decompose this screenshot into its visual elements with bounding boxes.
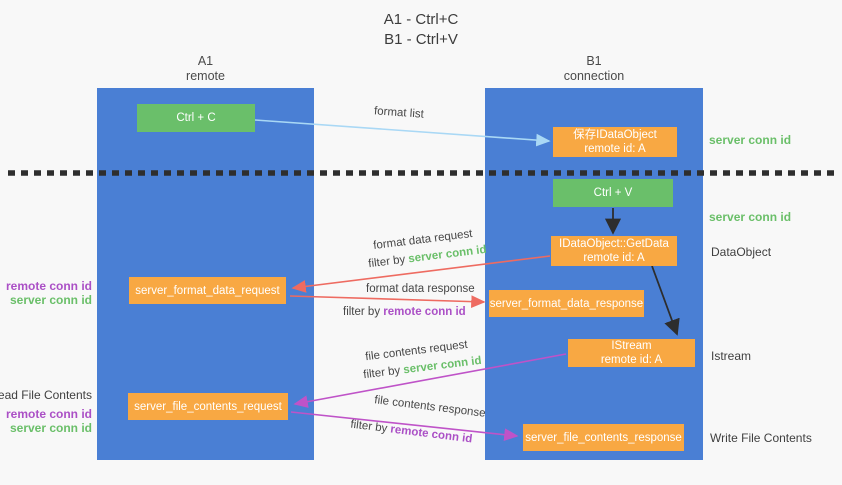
getdata-line2: remote id: A (583, 252, 645, 264)
save-dataobject-line2: remote id: A (584, 143, 646, 155)
read-file-contents-annotation: Read File Contents (0, 388, 92, 402)
file-contents-response-label: file contents response (373, 394, 487, 420)
dataobject-annotation: DataObject (711, 245, 772, 259)
format-list-label: format list (373, 105, 425, 121)
format-data-response-arrow (289, 295, 486, 309)
filter-by-prefix: filter by (362, 364, 405, 382)
ctrl-c-node: Ctrl + C (137, 104, 255, 132)
ctrl-v-node: Ctrl + V (553, 179, 673, 207)
lifeline-b1-role: connection (563, 69, 625, 83)
diagram-title: A1 - Ctrl+C B1 - Ctrl+V (0, 10, 842, 50)
server-conn-id-annotation-mid: server conn id (709, 210, 792, 224)
lifeline-header-b1: B1 connection (485, 54, 703, 84)
filter-by-prefix: filter by (367, 253, 410, 271)
remote-conn-id-key: remote conn id (383, 306, 466, 318)
remote-conn-id-key: remote conn id (389, 423, 473, 446)
write-file-contents-annotation: Write File Contents (710, 431, 812, 445)
save-dataobject-line1: 保存IDataObject (573, 129, 657, 141)
server-format-data-response-label: server_format_data_response (489, 297, 644, 310)
file-contents-response-filter-label: filter by remote conn id (350, 419, 473, 446)
istream-node: IStream remote id: A (568, 339, 695, 367)
server-conn-id-annotation-top: server conn id (709, 133, 792, 147)
lifeline-a1-role: remote (186, 69, 225, 83)
filter-by-prefix: filter by (349, 418, 392, 436)
istream-line1: IStream (611, 340, 652, 352)
getdata-line1: IDataObject::GetData (559, 238, 669, 250)
server-format-data-response-node: server_format_data_response (489, 290, 644, 317)
server-file-contents-request-node: server_file_contents_request (128, 393, 288, 420)
server-conn-id-key: server conn id (402, 354, 483, 377)
filter-by-prefix: filter by (343, 306, 384, 318)
server-format-data-request-label: server_format_data_request (135, 284, 280, 297)
server-file-contents-response-label: server_file_contents_response (525, 431, 682, 444)
remote-conn-id-annotation-left-top: remote conn id (5, 279, 92, 293)
save-dataobject-node: 保存IDataObject remote id: A (553, 127, 677, 157)
title-line-b1: B1 - Ctrl+V (384, 31, 458, 48)
title-line-a1: A1 - Ctrl+C (383, 11, 459, 28)
lifeline-a1-name: A1 (197, 54, 214, 68)
server-file-contents-response-node: server_file_contents_response (523, 424, 684, 451)
server-conn-id-annotation-left-top: server conn id (9, 293, 92, 307)
istream-line2: remote id: A (600, 354, 663, 366)
ctrl-c-label: Ctrl + C (176, 112, 216, 124)
server-format-data-request-node: server_format_data_request (129, 277, 286, 304)
getdata-node: IDataObject::GetData remote id: A (551, 236, 677, 266)
istream-annotation: Istream (711, 349, 752, 363)
lifeline-b1-name: B1 (586, 54, 602, 68)
format-data-response-filter-label: filter by remote conn id (343, 306, 466, 318)
lifeline-header-a1: A1 remote (97, 54, 314, 84)
format-data-response-label: format data response (366, 283, 475, 295)
server-conn-id-annotation-left-bottom: server conn id (9, 421, 92, 435)
server-file-contents-request-label: server_file_contents_request (134, 400, 282, 413)
server-conn-id-key: server conn id (407, 243, 488, 266)
ctrl-v-label: Ctrl + V (593, 187, 633, 199)
remote-conn-id-annotation-left-bottom: remote conn id (5, 407, 92, 421)
